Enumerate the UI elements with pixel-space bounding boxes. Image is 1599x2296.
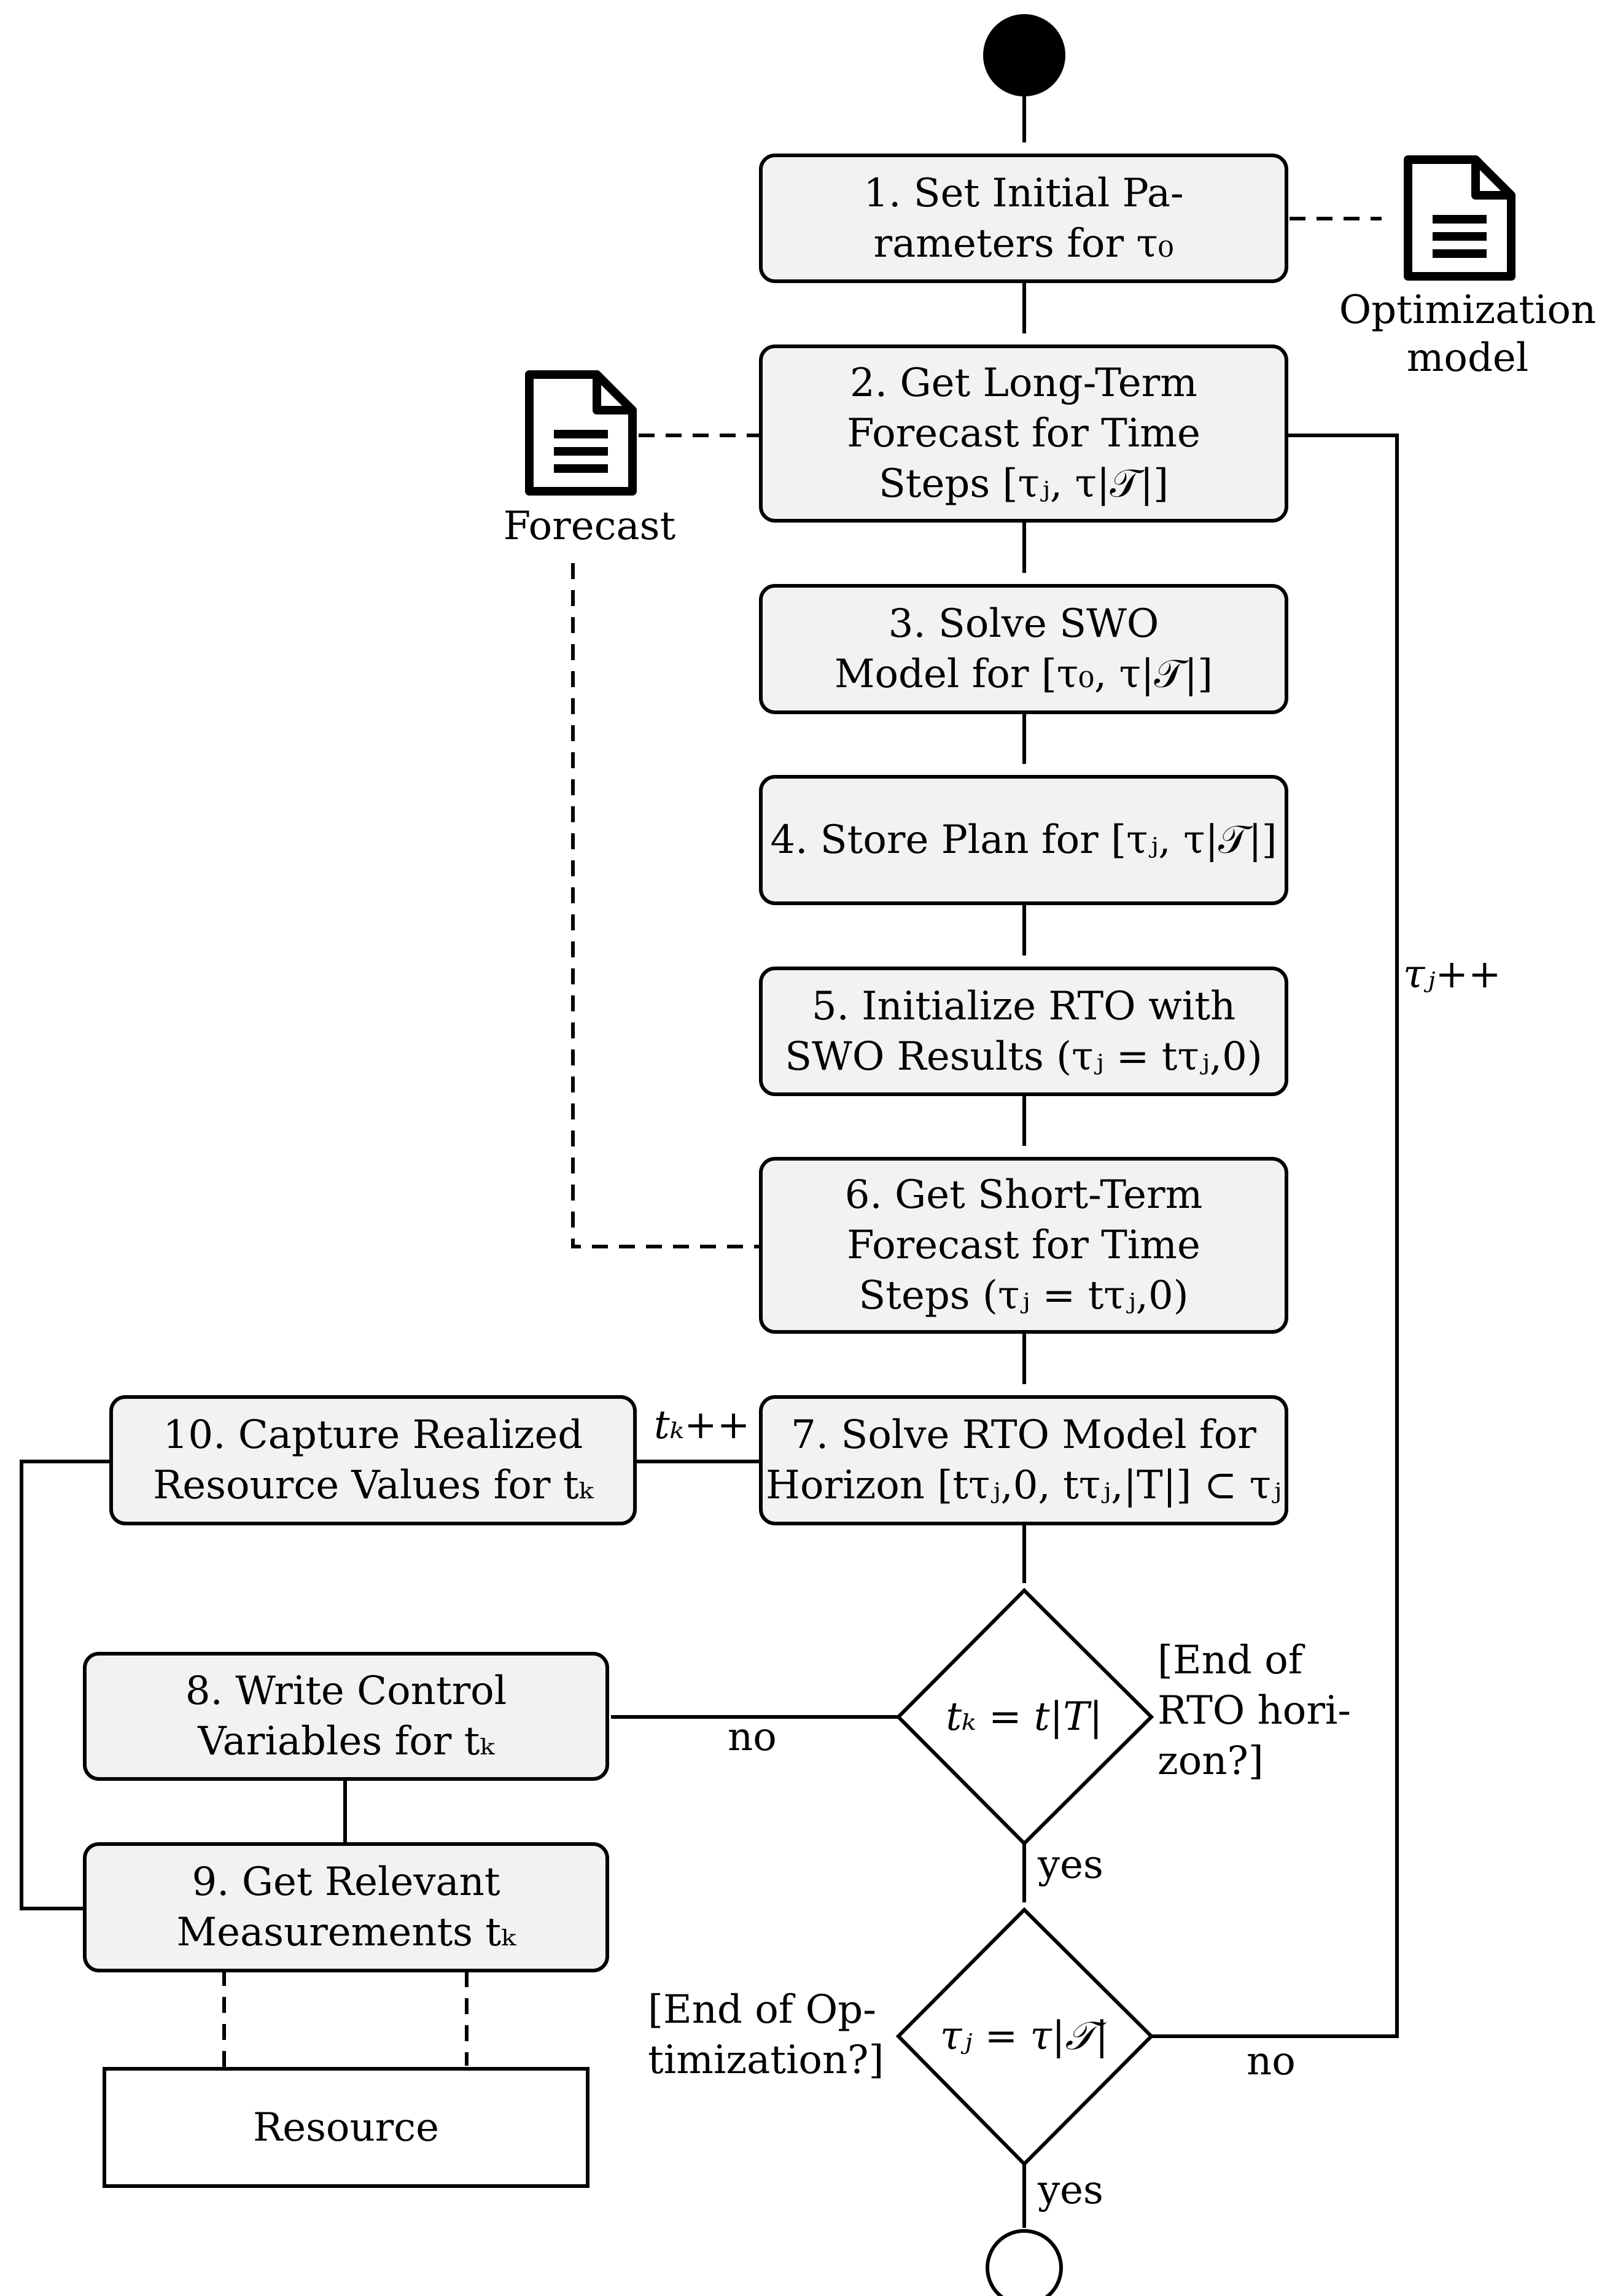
decision-1-condition: tₖ = t|T| [946,1694,1103,1740]
end-node [986,2229,1063,2296]
link-forecast-s6 [571,563,759,1248]
edge-s9-s10 [20,1460,110,1910]
edge-label-tau-increment: τⱼ++ [1403,952,1501,997]
edge-d2-s2 [1151,434,1399,2038]
document-icon [525,370,637,496]
edge-label-yes-2: yes [1038,2168,1103,2213]
decision-2-condition: τⱼ = τ|𝒯| [940,2014,1109,2059]
optimization-model-label: Optimization model [1339,287,1597,381]
step-4-store-plan: 4. Store Plan for [τⱼ, τ|𝒯|] [759,775,1288,905]
decision-1-note: [End of RTO hori- zon?] [1157,1638,1351,1784]
document-icon [1404,155,1515,281]
forecast-label: Forecast [503,504,676,549]
decision-end-of-optimization [895,1907,1154,2167]
edge-label-tk-increment: tₖ++ [654,1403,750,1448]
edge-label-no-2: no [1247,2039,1296,2084]
decision-end-of-rto [895,1587,1154,1847]
step-1-set-initial-parameters: 1. Set Initial Pa-rameters for τ₀ [759,154,1288,283]
resource-box: Resource [103,2067,589,2188]
edge-label-yes-1: yes [1038,1842,1103,1888]
decision-2-note: [End of Op- timization?] [648,1987,884,2083]
start-node [983,14,1065,96]
edge-label-no-1: no [728,1714,777,1760]
